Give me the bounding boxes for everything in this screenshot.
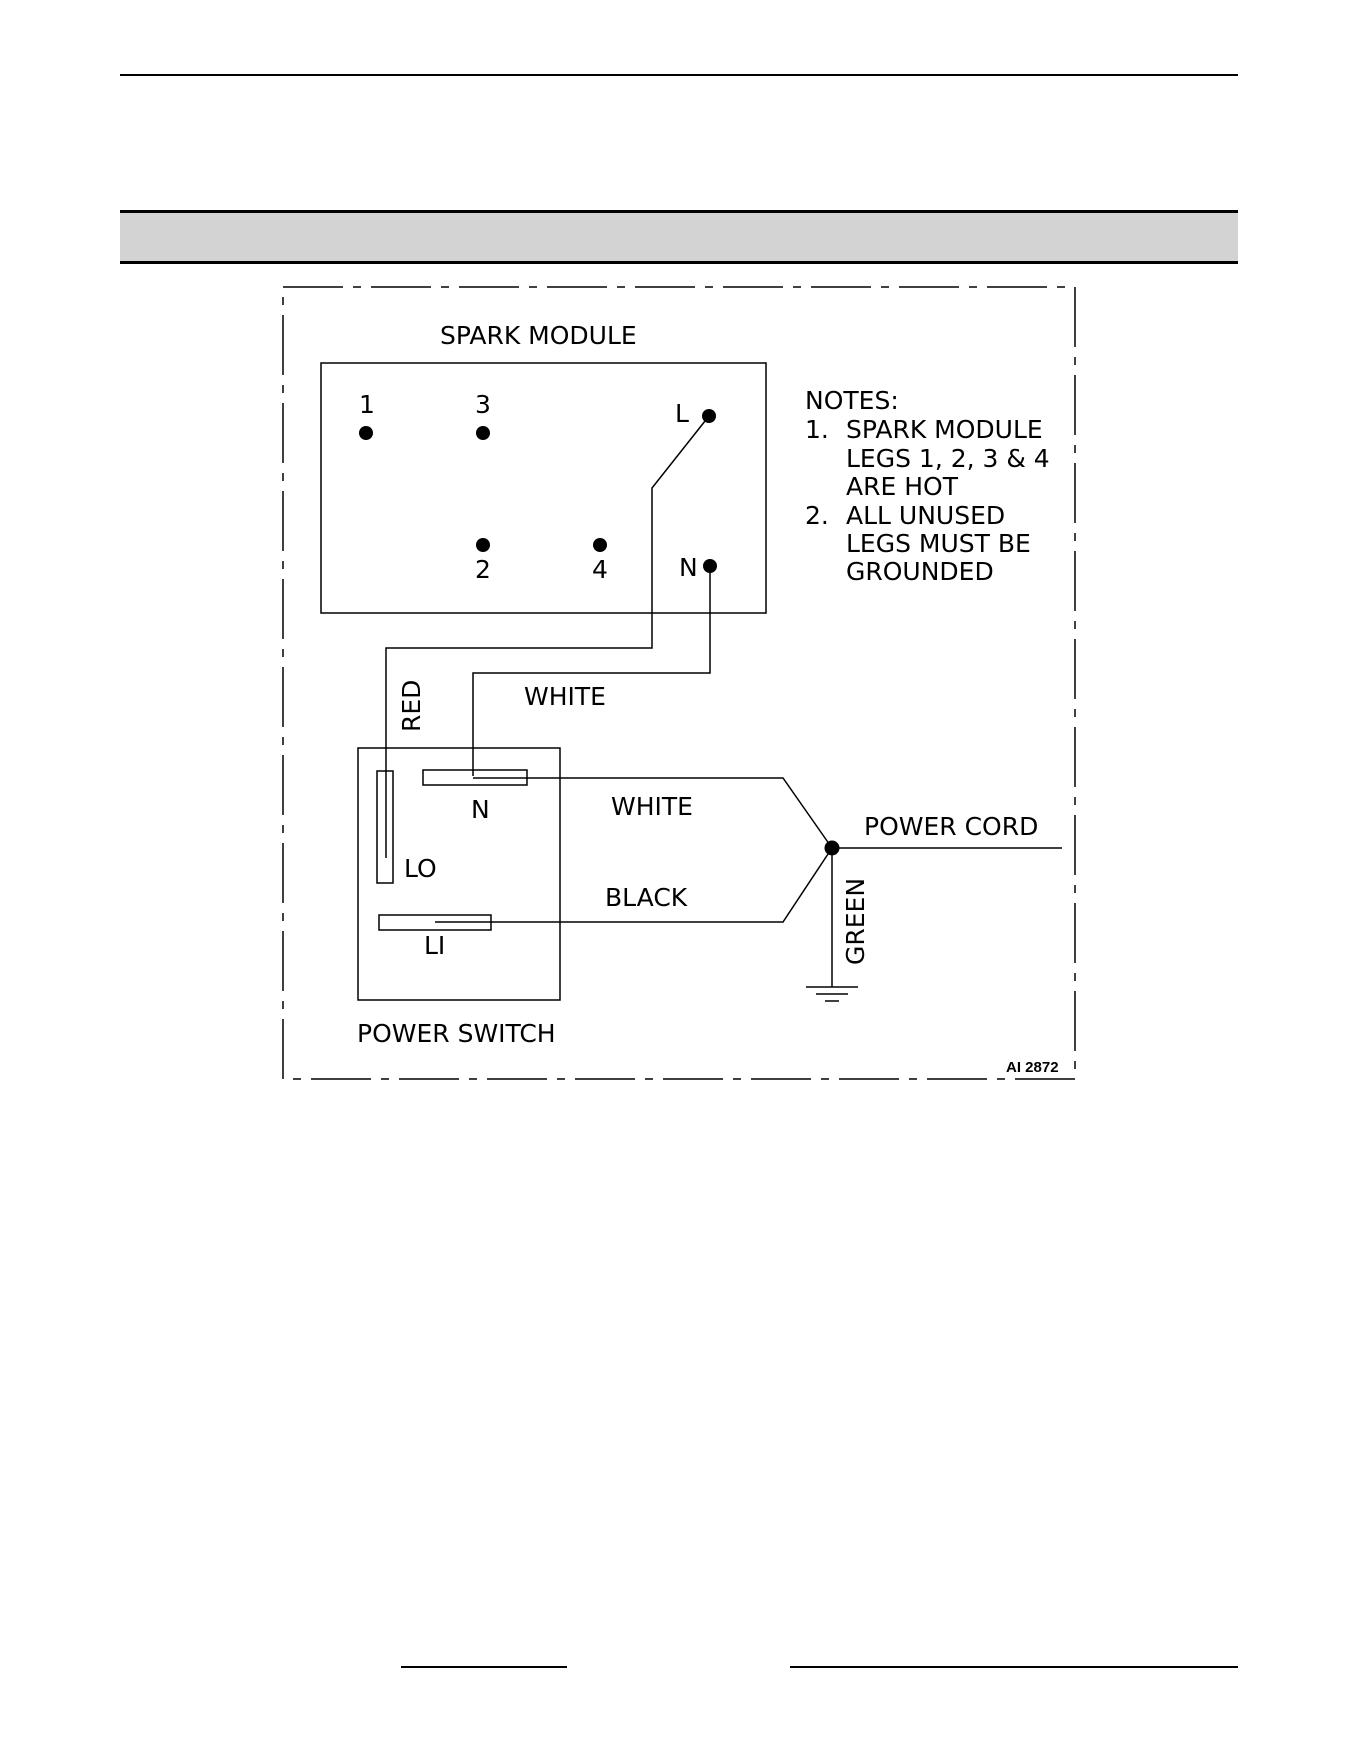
- note-2-line-2: LEGS MUST BE: [846, 529, 1031, 558]
- note-1-number: 1.: [805, 415, 829, 444]
- note-1-line-1: SPARK MODULE: [846, 415, 1043, 444]
- switch-terminal-lo-label: LO: [404, 854, 437, 883]
- white-wire-upper-label: WHITE: [524, 682, 606, 711]
- power-cord-label: POWER CORD: [864, 812, 1038, 841]
- note-2-line-3: GROUNDED: [846, 557, 994, 586]
- terminal-1-label: 1: [359, 390, 375, 419]
- note-2-number: 2.: [805, 501, 829, 530]
- power-switch-label: POWER SWITCH: [357, 1019, 556, 1048]
- spark-module-label: SPARK MODULE: [440, 321, 637, 350]
- terminal-l-label: L: [675, 399, 689, 428]
- figure-id: AI 2872: [1006, 1059, 1059, 1076]
- switch-terminal-n-label: N: [471, 795, 490, 824]
- footer-rule-left: [401, 1666, 567, 1668]
- red-wire-label: RED: [397, 680, 426, 732]
- white-wire-lower-label: WHITE: [611, 792, 693, 821]
- spark-module-box: [321, 363, 766, 613]
- footer-rule-right: [790, 1666, 1238, 1668]
- terminal-4-label: 4: [592, 555, 608, 584]
- black-wire-label: BLACK: [605, 883, 688, 912]
- white-wire-upper: [473, 566, 710, 776]
- switch-terminal-lo: [377, 771, 393, 883]
- terminal-2: [476, 538, 490, 552]
- terminal-3: [476, 426, 490, 440]
- green-wire-label: GREEN: [841, 878, 870, 965]
- terminal-1: [359, 426, 373, 440]
- terminal-4: [593, 538, 607, 552]
- note-1-line-3: ARE HOT: [846, 472, 959, 501]
- terminal-2-label: 2: [475, 555, 491, 584]
- notes-heading: NOTES:: [805, 386, 899, 415]
- note-2-line-1: ALL UNUSED: [846, 501, 1005, 530]
- ground-symbol: [806, 987, 858, 1001]
- switch-terminal-li-label: LI: [424, 931, 445, 960]
- power-switch-box: [358, 748, 560, 1000]
- terminal-n-label: N: [679, 553, 698, 582]
- note-1-line-2: LEGS 1, 2, 3 & 4: [846, 444, 1050, 473]
- terminal-3-label: 3: [475, 390, 491, 419]
